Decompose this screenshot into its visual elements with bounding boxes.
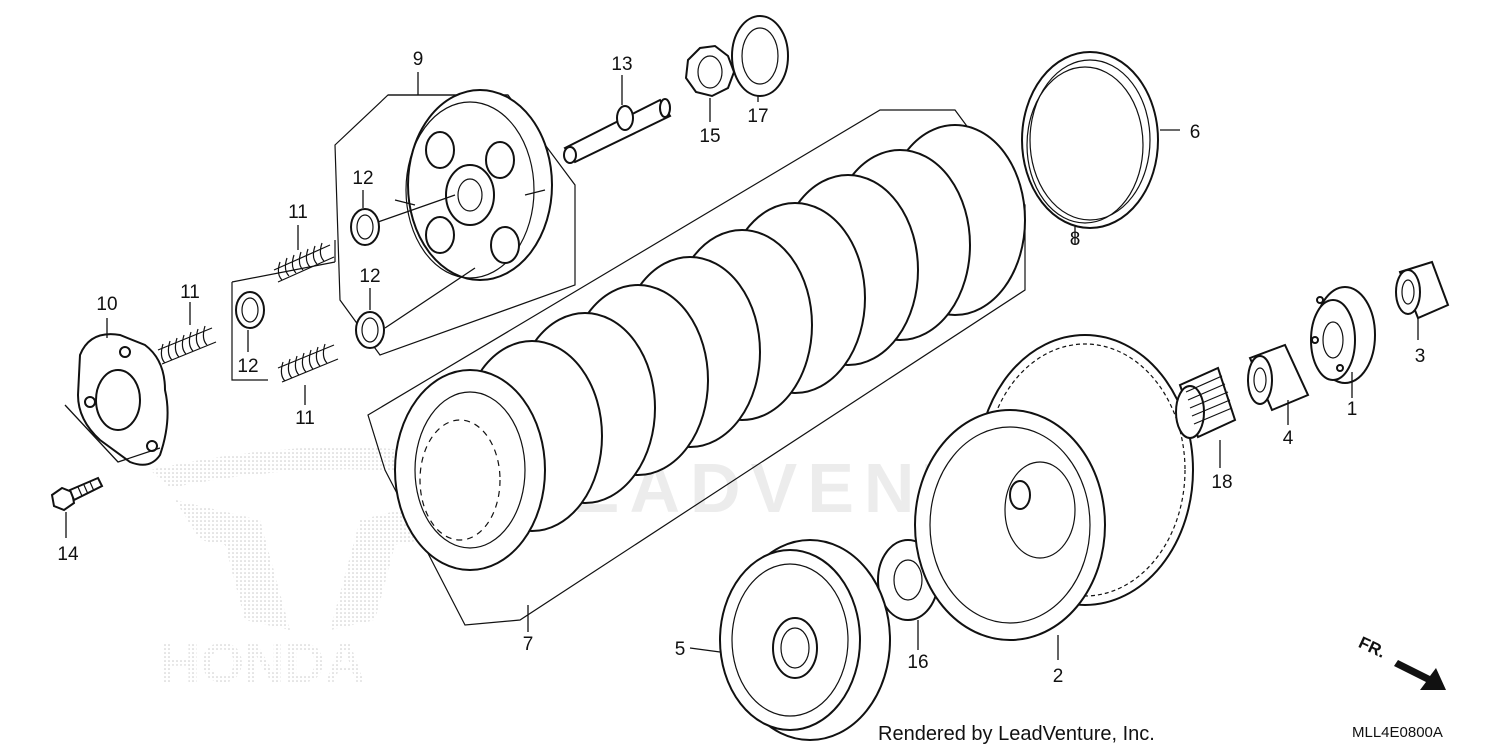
callout-14: 14	[57, 544, 79, 565]
spring-lower	[277, 343, 339, 383]
callout-17: 17	[747, 106, 768, 127]
spring-left	[157, 325, 217, 365]
drive-sprocket	[1310, 286, 1376, 384]
spring-upper	[273, 242, 335, 283]
callout-12-left: 12	[237, 356, 258, 377]
callout-9: 9	[413, 49, 424, 70]
bolt	[50, 476, 104, 512]
front-direction-arrow	[1394, 660, 1446, 690]
callout-6: 6	[1190, 122, 1201, 143]
callout-18: 18	[1211, 472, 1232, 493]
callout-11-lower: 11	[295, 408, 315, 429]
lifter-plate	[76, 333, 169, 466]
pressure-plate	[394, 89, 553, 281]
callout-12-middle: 12	[359, 266, 380, 287]
thrust-washer	[731, 15, 789, 97]
callout-1: 1	[1347, 399, 1358, 420]
damper-ring	[1021, 51, 1159, 229]
callout-11-left: 11	[180, 282, 200, 303]
callout-12-upper: 12	[352, 168, 373, 189]
callout-13: 13	[611, 54, 632, 75]
lifter-piece	[684, 44, 736, 98]
callout-7: 7	[523, 634, 534, 655]
callout-5: 5	[675, 639, 686, 660]
callout-16: 16	[907, 652, 928, 673]
callout-4: 4	[1283, 428, 1294, 449]
washer-left	[235, 291, 265, 329]
callout-11-upper: 11	[288, 202, 308, 223]
callout-10: 10	[96, 294, 117, 315]
clutch-center	[719, 539, 891, 741]
needle-bearing	[1175, 366, 1237, 439]
footer-credit: Rendered by LeadVenture, Inc.	[878, 723, 1155, 745]
callout-3: 3	[1415, 346, 1426, 367]
clutch-plate-pack	[394, 124, 1026, 571]
diagram-code: MLL4E0800A	[1352, 724, 1443, 741]
washer-mid-upper	[350, 208, 380, 246]
front-marker-label: FR.	[1356, 633, 1389, 662]
callout-8: 8	[1070, 229, 1081, 250]
bushing	[1395, 260, 1450, 320]
callout-15: 15	[699, 126, 720, 147]
washer-mid-lower	[355, 311, 385, 349]
clutch-outer	[914, 334, 1194, 641]
callout-2: 2	[1053, 666, 1064, 687]
lifter-rod	[563, 98, 672, 164]
collar	[1247, 343, 1310, 412]
logo-text: HONDA	[160, 631, 365, 694]
spring-bracket	[231, 240, 336, 381]
